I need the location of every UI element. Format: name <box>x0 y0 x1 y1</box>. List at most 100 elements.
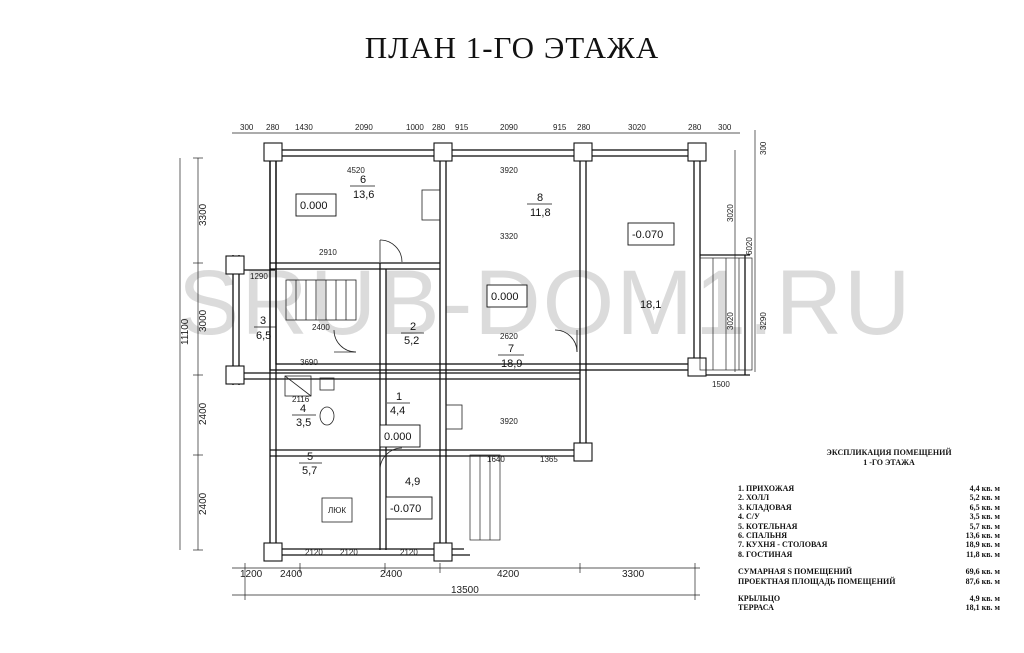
svg-text:3690: 3690 <box>300 358 318 367</box>
overall-width: 13500 <box>451 585 479 596</box>
svg-text:2400: 2400 <box>198 402 209 425</box>
porch-steps <box>469 454 501 541</box>
svg-text:1500: 1500 <box>712 380 730 389</box>
dimension-lines <box>179 130 756 600</box>
watermark: SRUB-DOM1.RU <box>178 252 912 354</box>
level-mark: -0.070 <box>390 503 421 515</box>
svg-text:4200: 4200 <box>497 569 520 580</box>
room-number: 8 <box>537 192 543 204</box>
doors <box>333 239 578 471</box>
inner-dimensions: 4520 3920 2910 3320 2620 3920 1640 1365 … <box>250 166 730 557</box>
toilet-icon <box>319 406 335 426</box>
plan-title: ПЛАН 1-ГО ЭТАЖА <box>364 30 660 65</box>
level-mark: -0.070 <box>632 229 663 241</box>
stove-icon <box>421 189 441 221</box>
room-number: 7 <box>508 343 514 355</box>
room-number: 4 <box>300 403 306 415</box>
terrace-area: 18,1 <box>640 299 661 311</box>
svg-text:2090: 2090 <box>500 123 518 132</box>
room-area: 4,4 <box>390 405 405 417</box>
bottom-dimensions: 1200 2400 2400 4200 3300 13500 <box>240 569 645 596</box>
legend-title: ЭКСПЛИКАЦИЯ ПОМЕЩЕНИЙ <box>826 448 952 457</box>
svg-text:1290: 1290 <box>250 272 268 281</box>
svg-text:1000: 1000 <box>406 123 424 132</box>
svg-text:2120: 2120 <box>340 548 358 557</box>
room-legend: ЭКСПЛИКАЦИЯ ПОМЕЩЕНИЙ 1 -ГО ЭТАЖА 1. ПРИ… <box>738 448 1000 613</box>
hatch-label: ЛЮК <box>328 506 346 515</box>
svg-text:280: 280 <box>577 123 591 132</box>
hatch-icon <box>321 497 353 523</box>
svg-text:300: 300 <box>718 123 732 132</box>
room-number: 3 <box>260 315 266 327</box>
svg-text:3300: 3300 <box>622 569 645 580</box>
room-area: 5,7 <box>302 465 317 477</box>
svg-text:280: 280 <box>266 123 280 132</box>
svg-text:1200: 1200 <box>240 569 263 580</box>
room-area: 3,5 <box>296 417 311 429</box>
level-boxes <box>295 193 675 520</box>
svg-text:3290: 3290 <box>759 312 768 330</box>
kitchen-sink-icon <box>445 404 463 430</box>
svg-text:4520: 4520 <box>347 166 365 175</box>
porch-area: 4,9 <box>405 476 420 488</box>
svg-text:1640: 1640 <box>487 455 505 464</box>
svg-text:2400: 2400 <box>312 323 330 332</box>
svg-text:3020: 3020 <box>628 123 646 132</box>
sink-icon <box>319 377 335 391</box>
svg-text:3920: 3920 <box>500 417 518 426</box>
level-mark: 0.000 <box>300 200 328 212</box>
shower-icon <box>284 375 312 397</box>
room-area: 18,9 <box>501 358 522 370</box>
room-labels: 6 13,6 8 11,8 3 6,5 2 5,2 7 18,9 4 3,5 1… <box>254 174 661 515</box>
room-number: 6 <box>360 174 366 186</box>
svg-text:300: 300 <box>240 123 254 132</box>
level-mark: 0.000 <box>491 291 519 303</box>
right-dimensions: 3020 3020 6020 3290 300 <box>726 141 768 330</box>
svg-text:3300: 3300 <box>198 203 209 226</box>
bathroom-fixtures <box>284 189 463 523</box>
svg-text:1365: 1365 <box>540 455 558 464</box>
svg-text:2116: 2116 <box>292 395 310 404</box>
svg-text:280: 280 <box>432 123 446 132</box>
svg-text:2120: 2120 <box>400 548 418 557</box>
svg-text:915: 915 <box>553 123 567 132</box>
svg-text:11100: 11100 <box>180 318 191 345</box>
svg-text:2620: 2620 <box>500 332 518 341</box>
svg-text:3920: 3920 <box>500 166 518 175</box>
room-area: 11,8 <box>530 207 551 219</box>
svg-text:3020: 3020 <box>726 204 735 222</box>
svg-text:2910: 2910 <box>319 248 337 257</box>
left-dimensions: 3300 3000 2400 2400 11100 <box>180 203 209 515</box>
svg-text:300: 300 <box>759 141 768 155</box>
room-number: 1 <box>396 391 402 403</box>
svg-text:2120: 2120 <box>305 548 323 557</box>
legend-subtitle: 1 -ГО ЭТАЖА <box>863 458 915 467</box>
svg-text:3000: 3000 <box>198 309 209 332</box>
svg-text:2400: 2400 <box>280 569 303 580</box>
svg-text:2090: 2090 <box>355 123 373 132</box>
svg-text:2400: 2400 <box>198 492 209 515</box>
svg-text:3320: 3320 <box>500 232 518 241</box>
svg-text:2400: 2400 <box>380 569 403 580</box>
svg-text:915: 915 <box>455 123 469 132</box>
top-dimensions: 300 280 1430 2090 1000 280 915 2090 915 … <box>240 123 732 132</box>
room-area: 13,6 <box>353 189 374 201</box>
svg-text:1430: 1430 <box>295 123 313 132</box>
svg-text:280: 280 <box>688 123 702 132</box>
room-number: 2 <box>410 321 416 333</box>
log-ends <box>225 142 707 562</box>
staircase <box>285 279 357 321</box>
room-area: 5,2 <box>404 335 419 347</box>
level-mark: 0.000 <box>384 431 412 443</box>
